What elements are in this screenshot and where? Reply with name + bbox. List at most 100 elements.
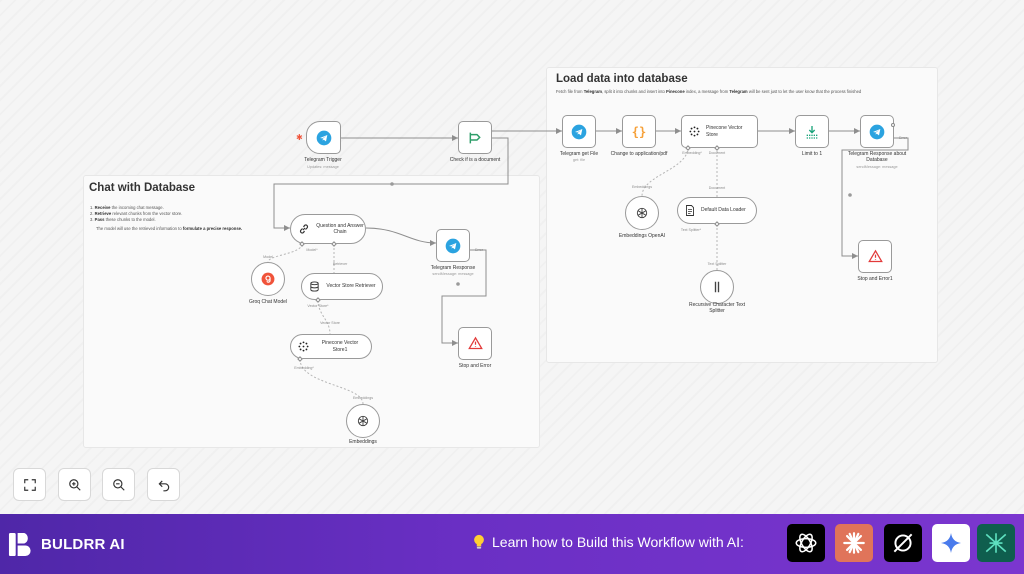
node-telegram-response-db[interactable] — [860, 115, 894, 148]
port-label-retriever: Retriever — [332, 262, 348, 266]
label-telegram-trigger: Telegram Trigger — [304, 157, 342, 163]
node-pinecone-store1[interactable]: Pinecone Vector Store1 — [290, 334, 372, 359]
port-label-embeddings-star: Embedding* — [294, 366, 314, 370]
lightbulb-icon — [474, 534, 484, 549]
node-stop-error[interactable] — [458, 327, 492, 360]
label-limit: Limit to 1 — [801, 151, 823, 157]
label-qa-chain: Question and Answer Chain — [316, 222, 364, 235]
buldrr-logo-icon — [8, 532, 31, 556]
sub-telegram-response-db: sendMessage: message — [856, 165, 898, 169]
label-embeddings-openai: Embeddings OpenAI — [618, 233, 666, 239]
telegram-icon — [316, 130, 331, 145]
label-change-pdf: Change to application/pdf — [610, 151, 668, 157]
telegram-icon — [571, 124, 587, 139]
fit-view-button[interactable] — [13, 468, 46, 501]
sub-telegram-trigger: Updates: message — [307, 165, 339, 169]
splitter-icon — [714, 281, 720, 293]
label-telegram-response: Telegram Response — [430, 265, 476, 271]
label-stop-error1: Stop and Error1 — [857, 276, 893, 282]
zoom-in-icon — [68, 478, 81, 491]
warning-icon — [867, 249, 883, 263]
retriever-icon — [310, 281, 319, 292]
claude-button[interactable] — [835, 524, 873, 562]
pinecone-icon — [689, 126, 700, 137]
node-qa-chain[interactable]: Question and Answer Chain — [290, 214, 366, 244]
port-label-model-star: Model* — [306, 248, 318, 252]
node-default-loader[interactable]: Default Data Loader — [677, 197, 757, 224]
telegram-icon — [869, 124, 885, 139]
wire-qa-tgresp — [365, 227, 437, 244]
claude-icon — [843, 532, 865, 554]
node-check-document[interactable] — [458, 121, 492, 154]
pinecone-icon — [298, 341, 309, 352]
undo-button[interactable] — [147, 468, 180, 501]
port-label-model: Model — [263, 255, 273, 259]
learn-text: Learn how to Build this Workflow with AI… — [472, 534, 744, 550]
sub-telegram-response: sendMessage: message — [432, 272, 474, 276]
label-check-document: Check if is a document — [449, 157, 501, 163]
port-label-vector-store: Vector Store — [320, 321, 340, 325]
node-change-pdf[interactable]: {} — [622, 115, 656, 148]
gemini-button[interactable] — [932, 524, 970, 562]
node-telegram-get-file[interactable] — [562, 115, 596, 148]
label-groq: Groq Chat Model — [248, 299, 288, 305]
sticky-chat-steps: 1. Receive the incoming chat message. 2.… — [90, 205, 243, 232]
label-stop-error: Stop and Error — [458, 363, 492, 369]
fullscreen-icon — [23, 478, 36, 491]
sticky-load-title: Load data into database — [556, 73, 688, 85]
telegram-icon — [445, 238, 461, 253]
port-label-embedding: Embedding* — [682, 151, 702, 155]
label-embeddings: Embeddings — [349, 439, 377, 445]
node-pinecone-store[interactable]: Pinecone Vector Store — [681, 115, 758, 148]
gemini-icon — [941, 533, 961, 553]
warning-icon — [467, 336, 483, 350]
node-embeddings[interactable] — [346, 404, 380, 438]
node-text-splitter[interactable] — [700, 270, 734, 304]
port-label-error1: Error — [899, 136, 907, 140]
brand[interactable]: BULDRR AI — [8, 532, 125, 557]
port-label-vector-store-star: Vector Store* — [307, 304, 329, 308]
wire-tgresp-error — [441, 249, 487, 344]
zoom-out-button[interactable] — [102, 468, 135, 501]
port-label-document: Document — [708, 151, 726, 155]
sticky-load-desc: Fetch file from Telegram, split it into … — [556, 89, 862, 94]
groq-icon — [261, 272, 275, 286]
node-limit[interactable] — [795, 115, 829, 148]
node-embeddings-openai[interactable] — [625, 196, 659, 230]
node-groq[interactable] — [251, 262, 285, 296]
wire-tgresp-error1 — [841, 137, 909, 257]
label-telegram-response-db: Telegram Response about Database — [847, 151, 907, 164]
port-label-text-splitter: Text Splitter — [707, 262, 727, 266]
port-label-embeddings-openai: Embeddings — [632, 185, 652, 189]
node-stop-error1[interactable] — [858, 240, 892, 273]
chatgpt-button[interactable] — [787, 524, 825, 562]
label-pinecone-store: Pinecone Vector Store — [706, 125, 743, 138]
port-label-error: Error — [475, 248, 483, 252]
workflow-canvas[interactable]: Load data into database Fetch file from … — [0, 0, 1024, 514]
dash-groq — [267, 243, 303, 263]
label-default-loader: Default Data Loader — [701, 207, 746, 214]
zoom-in-button[interactable] — [58, 468, 91, 501]
zoom-out-icon — [112, 478, 125, 491]
perplexity-icon — [893, 533, 913, 553]
perplexity-button[interactable] — [884, 524, 922, 562]
sticky-chat-title: Chat with Database — [89, 182, 196, 194]
label-pinecone-store1: Pinecone Vector Store1 — [321, 340, 359, 353]
label-text-splitter: Recursive Character Text Splitter — [688, 302, 746, 315]
connections-layer — [267, 128, 909, 405]
trigger-marker-icon: ✱ — [296, 133, 303, 142]
dash-store1 — [317, 299, 331, 335]
document-icon — [686, 205, 694, 216]
dash-embed-openai — [641, 146, 689, 197]
node-telegram-trigger[interactable] — [306, 121, 341, 154]
brand-name: BULDRR AI — [41, 535, 125, 553]
deepseek-button[interactable] — [977, 524, 1015, 562]
code-icon: {} — [631, 124, 647, 139]
port-success-db[interactable] — [891, 123, 895, 127]
node-vector-retriever[interactable]: Vector Store Retriever — [301, 273, 383, 300]
filter-icon — [469, 132, 481, 143]
footer-banner: BULDRR AI Learn how to Build this Workfl… — [0, 514, 1024, 574]
chatgpt-icon — [795, 533, 817, 553]
openai-icon — [357, 415, 369, 427]
node-telegram-response[interactable] — [436, 229, 470, 262]
